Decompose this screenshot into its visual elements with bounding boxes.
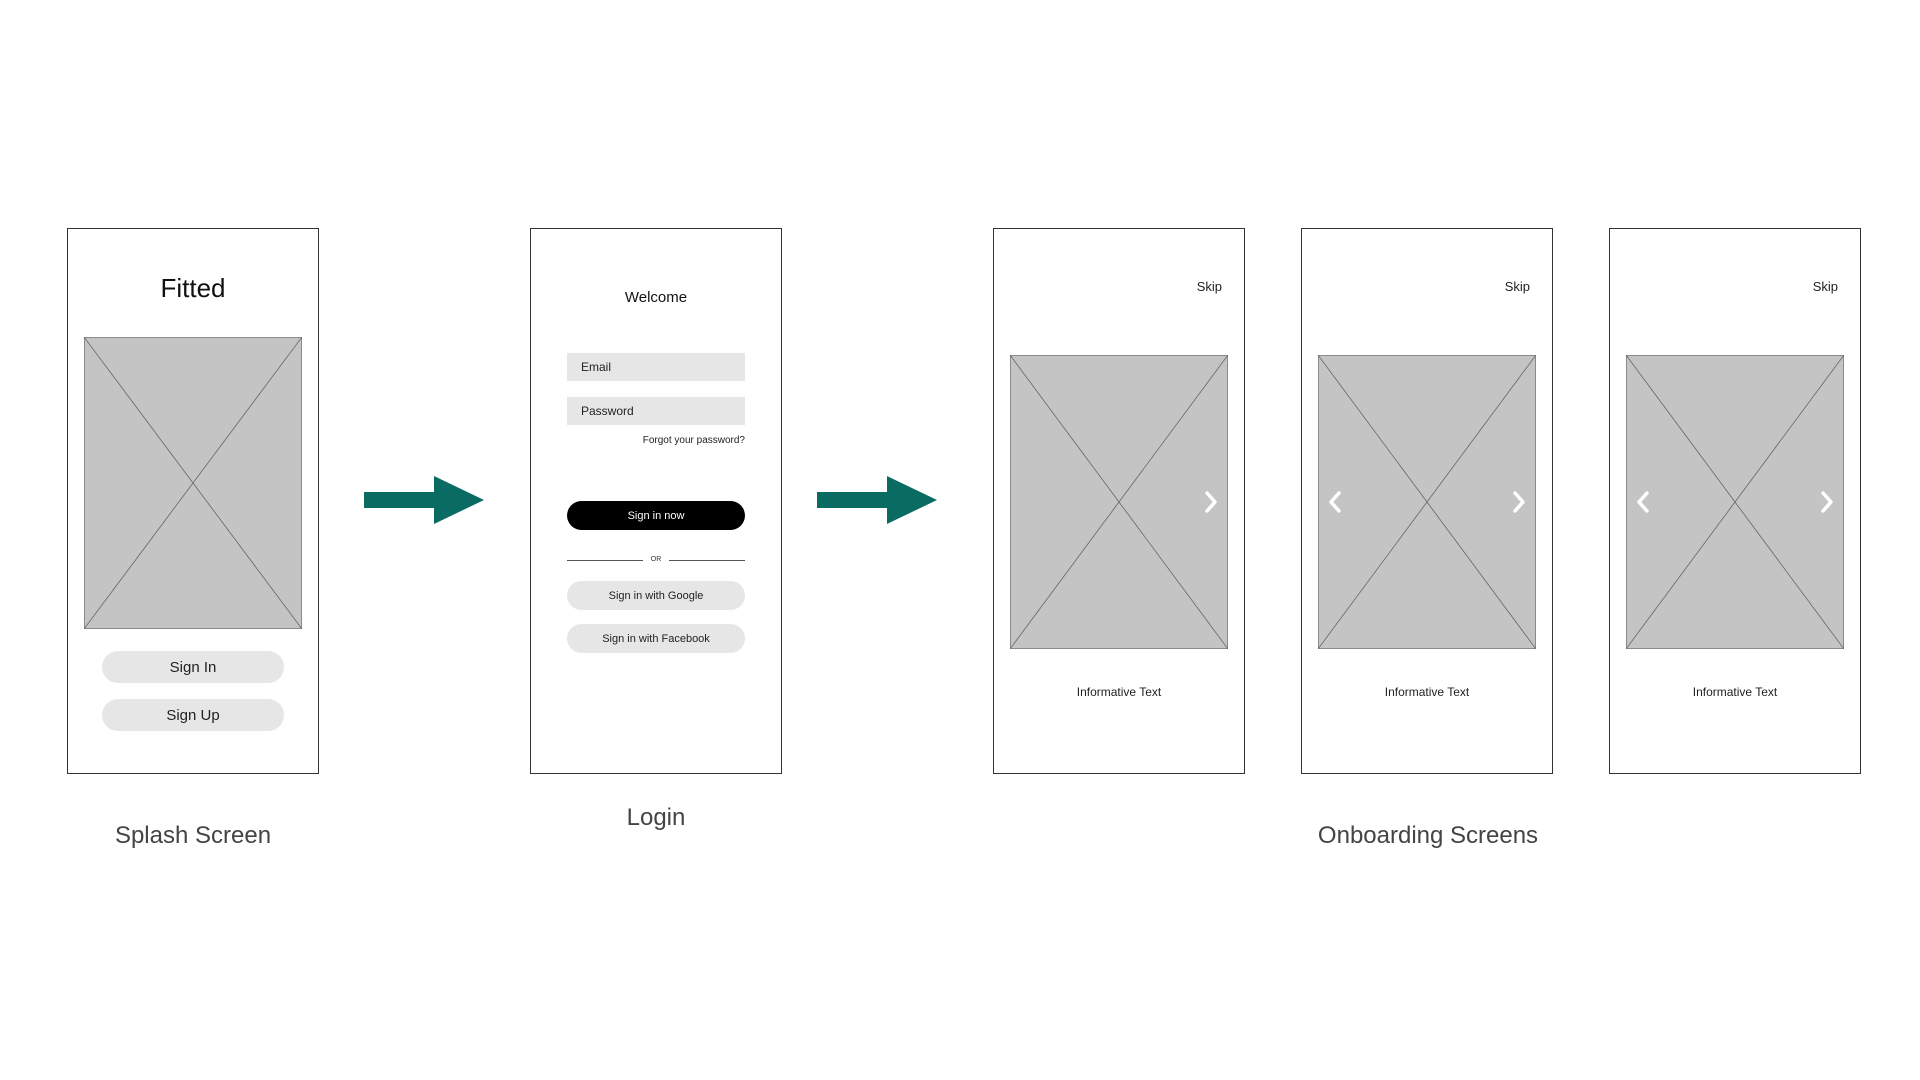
sign-up-button[interactable]: Sign Up: [102, 699, 284, 731]
email-field[interactable]: Email: [567, 353, 745, 381]
right-arrow-icon: [364, 476, 484, 524]
image-placeholder: [1626, 355, 1844, 649]
chevron-right-icon[interactable]: [1202, 489, 1220, 515]
placeholder-cross-icon: [84, 337, 302, 629]
informative-text: Informative Text: [1384, 685, 1470, 699]
skip-button[interactable]: Skip: [1504, 279, 1530, 294]
sign-in-button[interactable]: Sign In: [102, 651, 284, 683]
login-caption: Login: [626, 804, 686, 831]
forgot-password-link[interactable]: Forgot your password?: [642, 435, 745, 446]
onboarding-screen-3: Skip Informative Text: [1609, 228, 1861, 774]
sign-in-now-button[interactable]: Sign in now: [567, 501, 745, 530]
placeholder-cross-icon: [1626, 355, 1844, 649]
divider-line-left: [567, 560, 643, 561]
or-divider: OR: [567, 554, 745, 566]
skip-button[interactable]: Skip: [1196, 279, 1222, 294]
welcome-title: Welcome: [624, 289, 688, 306]
placeholder-cross-icon: [1010, 355, 1228, 649]
chevron-left-icon[interactable]: [1634, 489, 1652, 515]
right-arrow-icon: [817, 476, 937, 524]
divider-line-right: [669, 560, 745, 561]
splash-screen-frame: Fitted Sign In Sign Up: [67, 228, 319, 774]
splash-screen-caption: Splash Screen: [114, 822, 272, 849]
image-placeholder: [84, 337, 302, 629]
facebook-sign-in-button[interactable]: Sign in with Facebook: [567, 624, 745, 653]
informative-text: Informative Text: [1692, 685, 1778, 699]
login-screen-frame: Welcome Email Password Forgot your passw…: [530, 228, 782, 774]
or-label: OR: [650, 556, 662, 563]
app-title: Fitted: [160, 273, 226, 303]
informative-text: Informative Text: [1076, 685, 1162, 699]
password-field[interactable]: Password: [567, 397, 745, 425]
onboarding-screens-caption: Onboarding Screens: [1317, 822, 1539, 849]
chevron-right-icon[interactable]: [1510, 489, 1528, 515]
onboarding-screen-2: Skip Informative Text: [1301, 228, 1553, 774]
skip-button[interactable]: Skip: [1812, 279, 1838, 294]
chevron-left-icon[interactable]: [1326, 489, 1344, 515]
image-placeholder: [1010, 355, 1228, 649]
chevron-right-icon[interactable]: [1818, 489, 1836, 515]
image-placeholder: [1318, 355, 1536, 649]
google-sign-in-button[interactable]: Sign in with Google: [567, 581, 745, 610]
placeholder-cross-icon: [1318, 355, 1536, 649]
onboarding-screen-1: Skip Informative Text: [993, 228, 1245, 774]
